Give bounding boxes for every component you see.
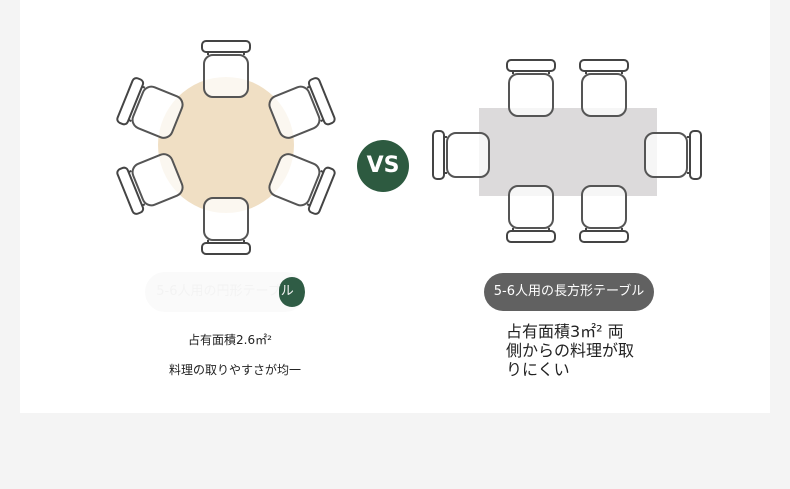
chair [201,40,251,98]
comparison-card [20,0,770,413]
rectangular-table [479,108,657,196]
chair [432,130,490,180]
chair [579,59,629,117]
round-table [158,77,294,213]
round-table-area: 占有面積2.6㎡² [188,333,272,347]
round-table-group [115,40,337,255]
rect-table-label: 5-6人用の長方形テーブル [484,273,654,311]
chair [579,185,629,243]
chair [506,185,556,243]
vs-badge: VS [357,140,409,192]
rect-table-description: 占有面積3㎡² 両側からの料理が取りにくい [506,322,635,379]
round-table-note: 料理の取りやすさが均一 [169,363,302,377]
chair [201,197,251,255]
rect-table-group [432,59,702,243]
label-accent-dot [279,277,305,307]
round-table-label: 5-6人用の円形テーブル [145,272,305,312]
chair [644,130,702,180]
chair [506,59,556,117]
